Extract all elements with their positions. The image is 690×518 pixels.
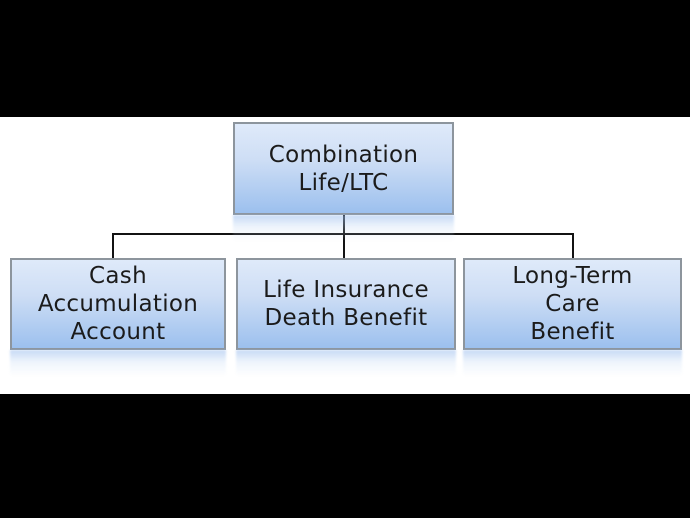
connector-drop-right-child bbox=[572, 233, 574, 258]
node-combination-life-ltc: Combination Life/LTC bbox=[233, 122, 454, 215]
connector-drop-left-child bbox=[112, 233, 114, 258]
node-label: Cash Accumulation Account bbox=[37, 263, 199, 345]
node-label: Life Insurance Death Benefit bbox=[263, 277, 429, 331]
node-life-insurance-death-benefit: Life Insurance Death Benefit bbox=[236, 258, 456, 350]
node-label: Long-Term Care Benefit bbox=[512, 263, 633, 345]
node-long-term-care-benefit: Long-Term Care Benefit bbox=[463, 258, 682, 350]
connector-horizontal-rail bbox=[112, 233, 574, 235]
node-cash-accumulation-account: Cash Accumulation Account bbox=[10, 258, 226, 350]
node-label: Combination Life/LTC bbox=[268, 141, 419, 196]
connector-root-drop bbox=[343, 215, 345, 258]
diagram-canvas: Combination Life/LTC Cash Accumulation A… bbox=[0, 117, 690, 394]
